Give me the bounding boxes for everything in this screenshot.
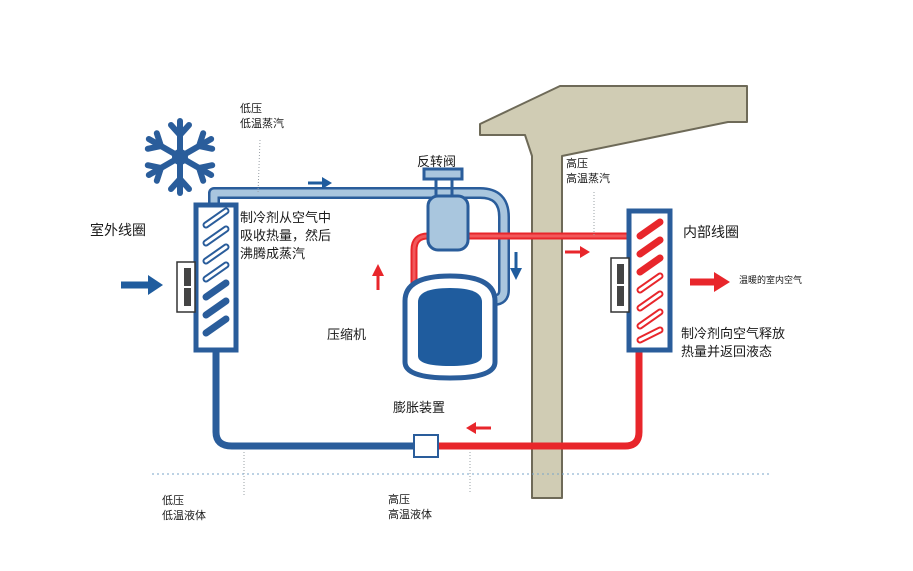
reversing-valve — [422, 167, 470, 252]
arrow-right-icon — [565, 246, 590, 258]
arrow-down-icon — [510, 252, 522, 280]
compressor-label: 压缩机 — [327, 328, 367, 343]
warm-air-label: 温暖的室内空气 — [739, 276, 803, 286]
arrow-right-icon — [121, 275, 163, 295]
arrow-right-icon — [690, 272, 730, 292]
indoor-coil — [626, 208, 673, 353]
arrow-up-icon — [372, 264, 384, 290]
low-pressure-vapor-pipe-fill — [210, 189, 508, 304]
expansion-device-label: 膨胀装置 — [393, 401, 446, 416]
low-pressure-liquid-pipe — [212, 344, 418, 450]
high-pressure-liquid-pipe — [434, 346, 643, 450]
leader-lines — [243, 139, 595, 495]
snowflake-icon — [144, 118, 216, 196]
low-pressure-liquid-label: 低压 低温液体 — [162, 494, 206, 523]
low-pressure-vapor-label: 低压 低温蒸汽 — [240, 102, 284, 131]
arrow-right-icon — [308, 177, 332, 189]
indoor-coil-label: 内部线圈 — [683, 225, 739, 241]
fan-icon — [176, 261, 196, 313]
absorb-note: 制冷剂从空气中 吸收热量，然后 沸腾成蒸汽 — [240, 211, 332, 263]
fan-icon — [610, 257, 630, 313]
high-pressure-vapor-label: 高压 高温蒸汽 — [566, 157, 610, 186]
reversing-valve-label: 反转阀 — [417, 155, 457, 170]
outdoor-coil-label: 室外线圈 — [90, 223, 146, 239]
outdoor-coil — [193, 202, 239, 353]
expansion-device — [413, 434, 439, 458]
building-wall — [479, 85, 748, 499]
compressor — [402, 273, 498, 381]
arrow-left-icon — [466, 422, 491, 434]
high-pressure-liquid-label: 高压 高温液体 — [388, 493, 432, 522]
release-note: 制冷剂向空气释放 热量并返回液态 — [681, 327, 786, 361]
